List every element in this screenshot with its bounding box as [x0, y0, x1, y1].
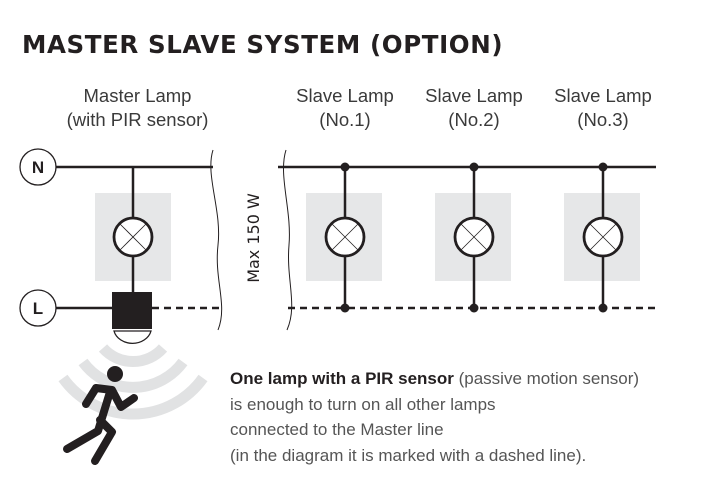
live-terminal-icon: [19, 289, 57, 327]
max-power-label: Max 150 W: [244, 193, 263, 283]
junction-dot-icon: [340, 303, 350, 313]
pir-sensor-box-icon: [112, 292, 152, 329]
pir-sensor-dome-icon: [113, 330, 152, 344]
slave-lamp-3: [582, 162, 624, 313]
neutral-terminal-label: N: [32, 158, 44, 177]
page-title: MASTER SLAVE SYSTEM (OPTION): [22, 30, 504, 59]
lamp-icon: [453, 216, 495, 258]
slave-lamp-2-label-line2: (No.2): [448, 109, 500, 130]
break-mark-left: [210, 149, 223, 331]
description-line-2: is enough to turn on all other lamps: [230, 394, 496, 414]
neutral-terminal-icon: [19, 148, 57, 186]
junction-dot-icon: [598, 162, 608, 172]
junction-dot-icon: [340, 162, 350, 172]
master-lamp: [112, 167, 154, 344]
lamp-icon: [324, 216, 366, 258]
live-terminal-label: L: [33, 299, 43, 318]
slave-lamp-1-label: Slave Lamp (No.1): [285, 84, 405, 132]
description: One lamp with a PIR sensor (passive moti…: [230, 366, 639, 468]
slave-lamp-3-label-line1: Slave Lamp: [554, 85, 652, 106]
running-person-icon: [63, 366, 138, 465]
slave-lamp-1-label-line1: Slave Lamp: [296, 85, 394, 106]
slave-lamp-3-label: Slave Lamp (No.3): [543, 84, 663, 132]
junction-dot-icon: [598, 303, 608, 313]
description-line-4: (in the diagram it is marked with a dash…: [230, 445, 587, 465]
slave-lamp-3-label-line2: (No.3): [577, 109, 629, 130]
description-line-1-rest: (passive motion sensor): [453, 369, 640, 388]
slave-lamp-2: [453, 162, 495, 313]
slave-lamp-2-label-line1: Slave Lamp: [425, 85, 523, 106]
pir-waves-icon: [58, 344, 208, 420]
slave-lamp-1: [324, 162, 366, 313]
break-mark-right: [283, 149, 293, 331]
lamp-icon: [112, 216, 154, 258]
lamp-icon: [582, 216, 624, 258]
description-line-3: connected to the Master line: [230, 420, 444, 439]
description-bold: One lamp with a PIR sensor: [230, 369, 454, 388]
master-lamp-label: Master Lamp (with PIR sensor): [55, 84, 220, 132]
slave-lamp-1-label-line2: (No.1): [319, 109, 371, 130]
junction-dot-icon: [469, 303, 479, 313]
master-lamp-label-line1: Master Lamp: [83, 85, 192, 106]
slave-lamp-2-label: Slave Lamp (No.2): [414, 84, 534, 132]
junction-dot-icon: [469, 162, 479, 172]
description-line-1: One lamp with a PIR sensor (passive moti…: [230, 366, 639, 392]
master-lamp-label-line2: (with PIR sensor): [66, 109, 209, 130]
